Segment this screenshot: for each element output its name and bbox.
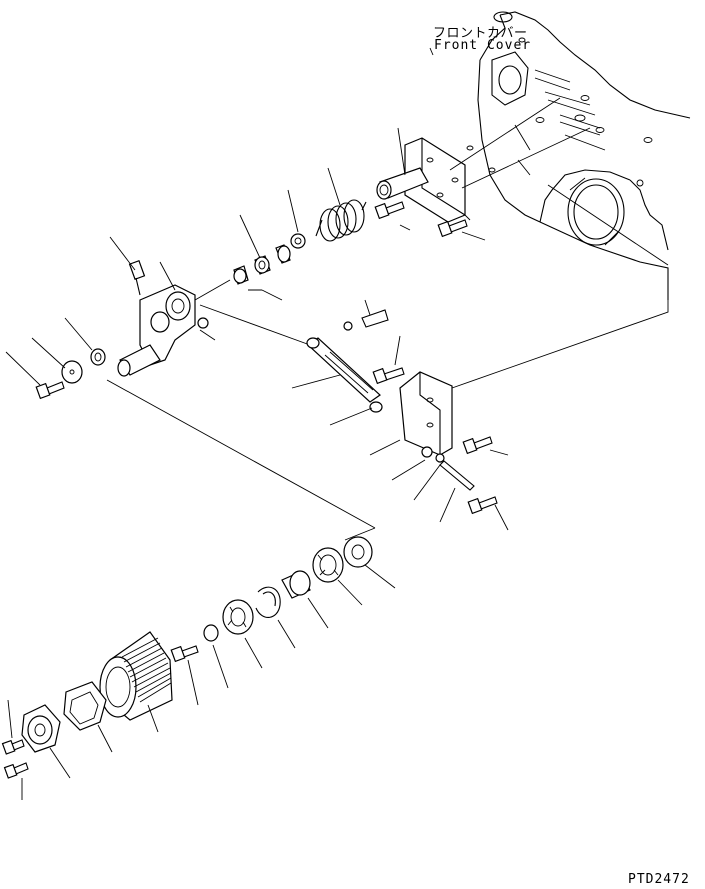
front-cover-label-jp: フロントカバー — [433, 26, 528, 41]
assembly-lines — [106, 184, 669, 541]
front-cover — [466, 11, 691, 300]
tension-shaft-bracket — [374, 97, 591, 238]
adjusting-bracket — [399, 371, 498, 515]
tension-arm — [117, 260, 311, 377]
callout-leaders — [5, 47, 509, 800]
bolt-a — [374, 201, 405, 220]
drawing-number: PTD2472 — [628, 872, 690, 887]
collar-parts — [233, 233, 306, 285]
end-washers — [35, 348, 106, 400]
bolt-b — [437, 219, 468, 238]
adjusting-arm — [306, 309, 405, 413]
pulley-series — [1, 536, 373, 779]
tension-spring — [315, 199, 367, 242]
front-cover-label-en: Front Cover — [434, 38, 532, 53]
